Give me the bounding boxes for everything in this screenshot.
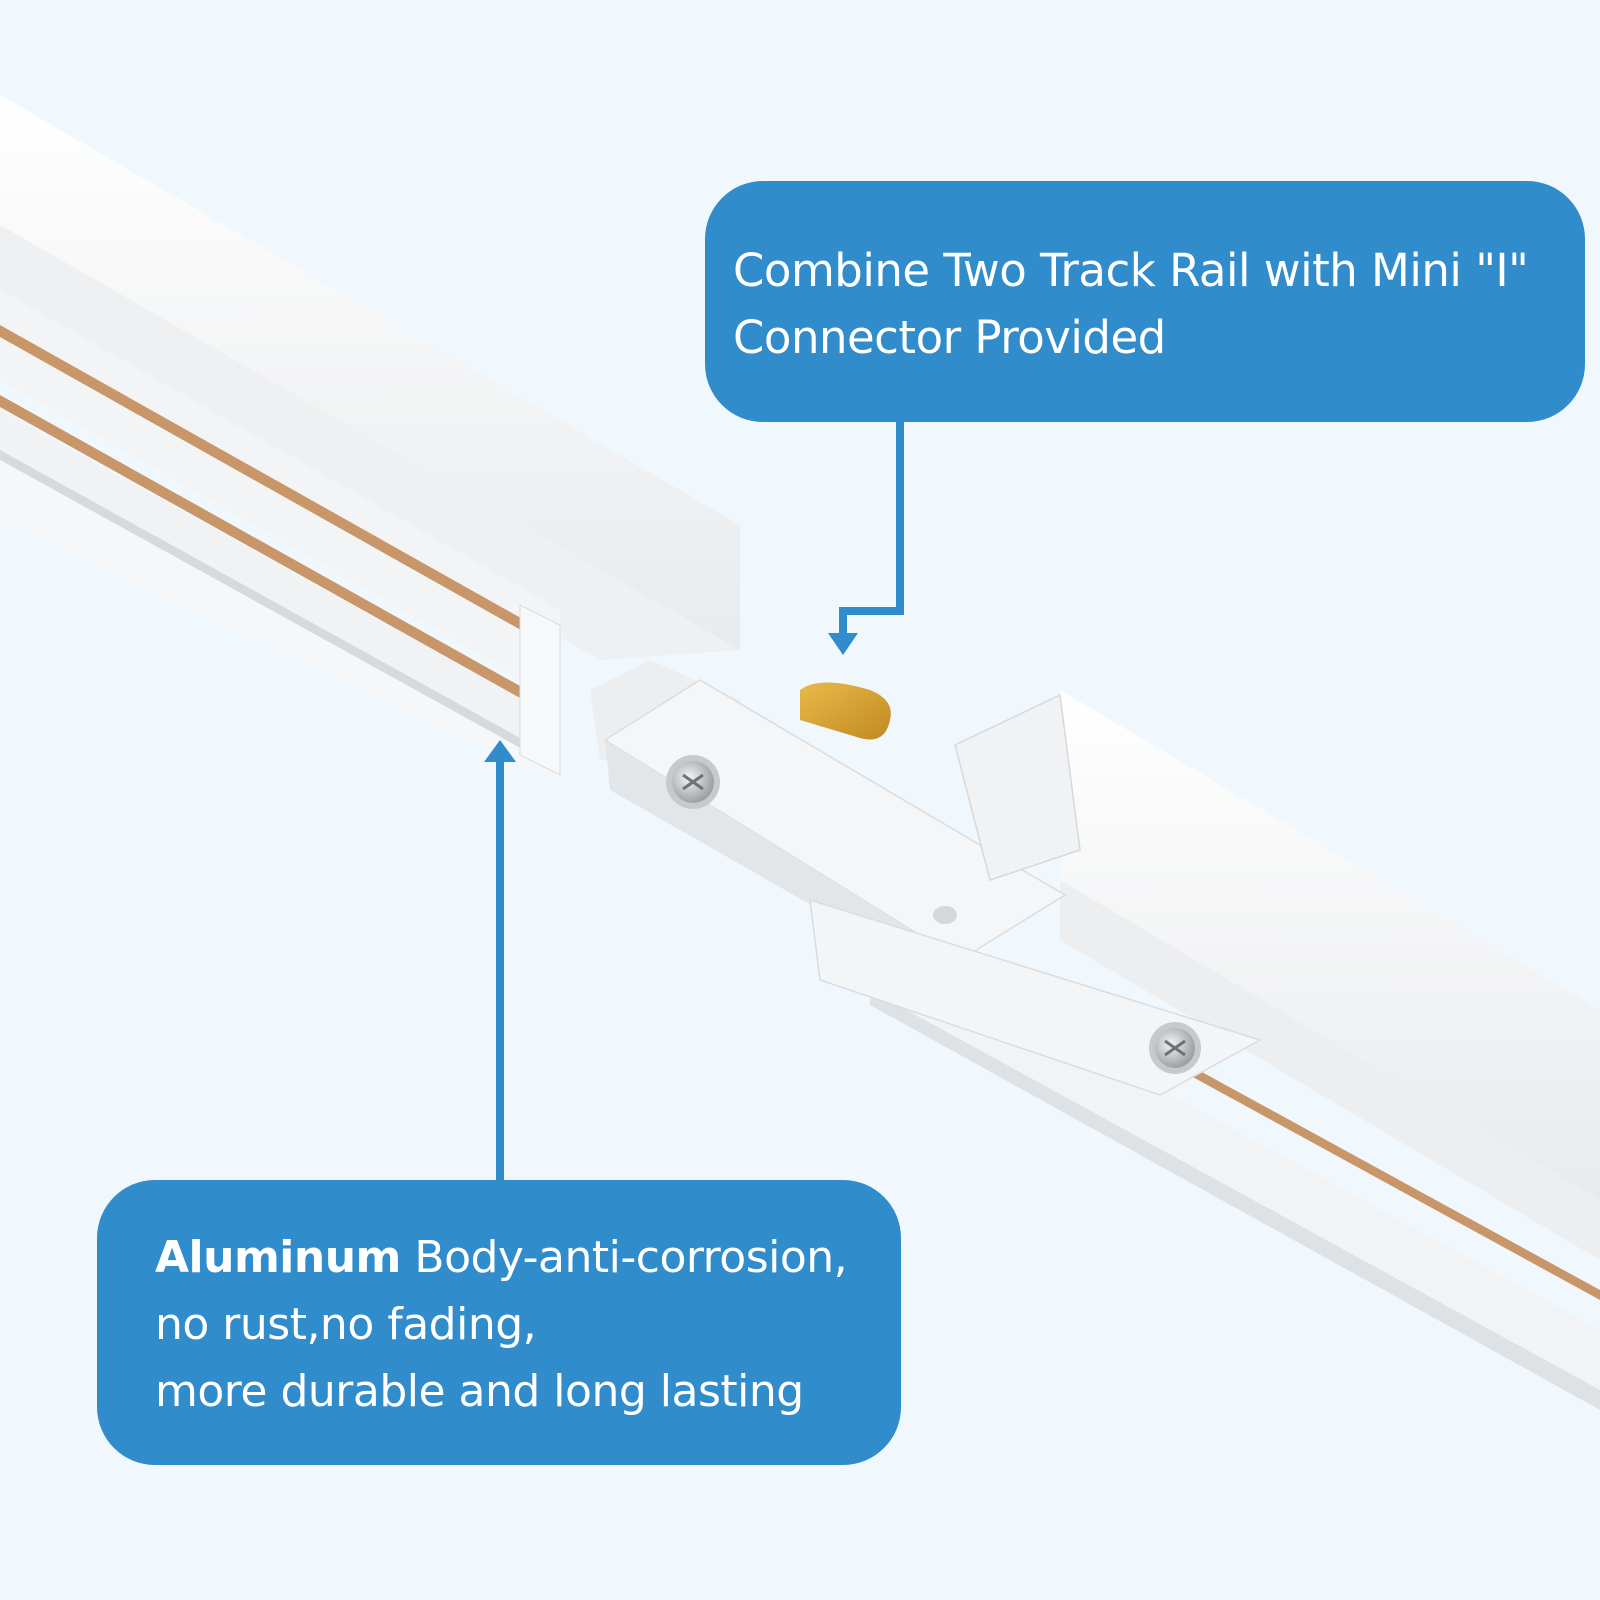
left-track-rail <box>0 95 740 780</box>
arrow-down-icon <box>828 422 904 655</box>
material-name: Aluminum <box>155 1232 401 1283</box>
material-callout: Aluminum Body-anti-corrosion, no rust,no… <box>97 1180 901 1465</box>
callout-text-line: Combine Two Track Rail with Mini "I" <box>733 244 1529 297</box>
arrow-up-icon <box>484 740 516 1180</box>
locking-knob <box>800 682 891 740</box>
callout-text-line: Aluminum Body-anti-corrosion, <box>155 1224 881 1291</box>
callout-text-line: more durable and long lasting <box>155 1366 804 1417</box>
connector-callout: Combine Two Track Rail with Mini "I" Con… <box>705 181 1585 422</box>
screw-icon <box>666 755 720 809</box>
callout-text-line: Connector Provided <box>733 311 1166 364</box>
callout-text-line: no rust,no fading, <box>155 1299 537 1350</box>
mini-i-connector <box>590 660 1262 1096</box>
material-description: Body-anti-corrosion, <box>400 1232 848 1283</box>
screw-icon <box>1149 1022 1201 1074</box>
